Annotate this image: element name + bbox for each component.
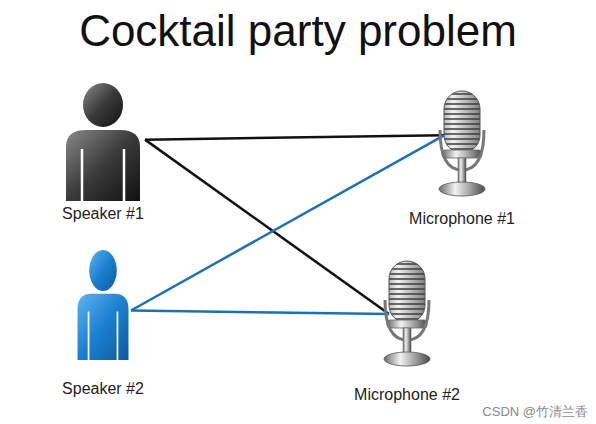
speaker-node: Speaker #1 bbox=[55, 83, 151, 223]
node-label: Speaker #1 bbox=[60, 205, 146, 223]
diagram-title: Cocktail party problem bbox=[0, 6, 596, 56]
person-icon bbox=[58, 83, 148, 201]
microphone-node: Microphone #2 bbox=[349, 260, 465, 404]
signal-line bbox=[145, 135, 444, 139]
node-label: Microphone #2 bbox=[352, 386, 462, 404]
node-label: Microphone #1 bbox=[407, 210, 517, 228]
person-icon bbox=[72, 250, 134, 360]
signal-line bbox=[145, 140, 389, 314]
microphone-node: Microphone #1 bbox=[404, 90, 520, 228]
microphone-icon bbox=[432, 90, 492, 198]
microphone-icon bbox=[377, 260, 437, 368]
watermark: CSDN @竹清兰香 bbox=[480, 403, 590, 421]
signal-line bbox=[131, 311, 389, 315]
node-label: Speaker #2 bbox=[60, 380, 146, 398]
speaker-node: Speaker #2 bbox=[57, 250, 149, 398]
